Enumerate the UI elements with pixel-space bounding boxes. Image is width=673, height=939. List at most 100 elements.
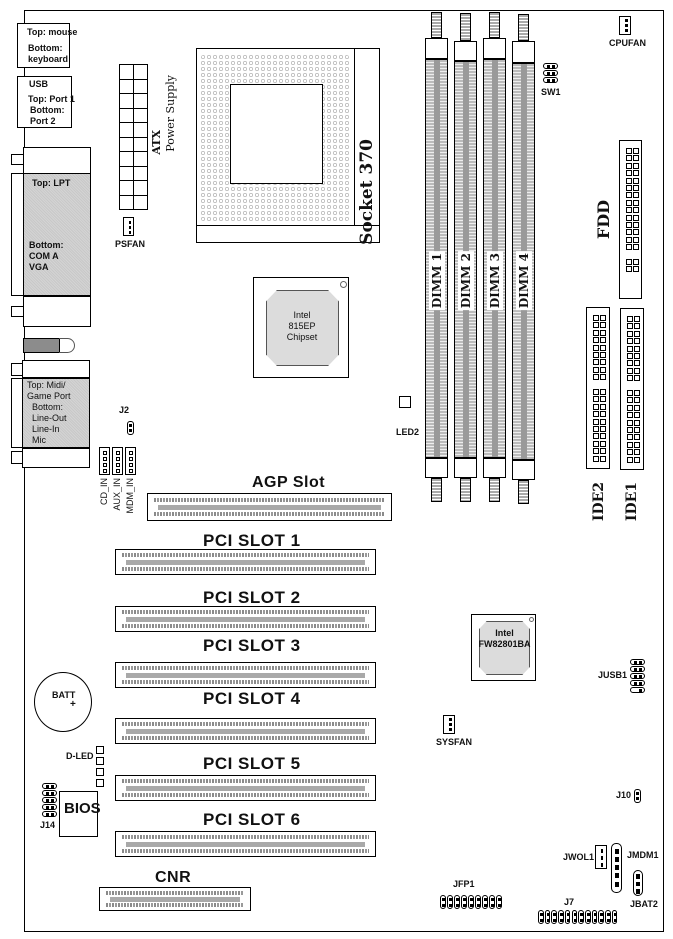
usb-title: USB [29, 79, 49, 89]
pci-slot-3[interactable] [115, 662, 376, 688]
pci-slot-label: PCI SLOT 3 [203, 636, 301, 655]
dimm-latch-top[interactable] [431, 12, 442, 38]
psfan-header [123, 217, 134, 236]
agp-slot[interactable] [147, 493, 392, 521]
pci-slot-5[interactable] [115, 775, 376, 801]
dimm-label: DIMM 3 [487, 251, 503, 311]
connector-pin [593, 366, 599, 373]
game-port-upper-tab [11, 363, 23, 376]
dimm-latch-top[interactable] [489, 12, 500, 38]
dimm-latch-top[interactable] [518, 14, 529, 41]
lpt-lower-tab [11, 306, 24, 317]
ps2-bottom-value: keyboard [28, 54, 69, 64]
game-port-lower-shell [22, 448, 90, 468]
pci-slot-4[interactable] [115, 718, 376, 744]
pci-slot-2[interactable] [115, 606, 376, 632]
pci-slot-label: PCI SLOT 1 [203, 531, 301, 550]
cnr-label: CNR [155, 869, 192, 886]
dimm-latch-clip[interactable] [489, 478, 500, 502]
atx-pin-cell [134, 181, 148, 196]
atx-pin-cell [134, 167, 148, 181]
jmdm1-header [611, 843, 622, 893]
connector-pin [593, 418, 599, 425]
connector-pin [626, 207, 632, 214]
dimm-latch-clip[interactable] [431, 478, 442, 502]
connector-pin [627, 397, 633, 404]
connector-pin [627, 449, 633, 456]
sysfan-label: SYSFAN [436, 737, 473, 747]
cmos-battery: BATT + [34, 672, 92, 732]
connector-pin [633, 229, 639, 236]
lpt-bottom-label: Bottom: [29, 240, 64, 250]
connector-pin [626, 236, 632, 243]
connector-pin [626, 214, 632, 221]
connector-pin [634, 367, 640, 374]
j7-label: J7 [564, 897, 575, 907]
usb-top-label: Top: Port 1 [28, 94, 75, 104]
connector-pin [633, 222, 639, 228]
connector-pin [634, 456, 640, 463]
connector-pin [626, 244, 632, 251]
bios-chip: BIOS [59, 791, 101, 837]
atx-pin-cell [134, 94, 148, 109]
southbridge-die [479, 621, 530, 675]
usb-port: USB Top: Port 1 Bottom: Port 2 [17, 76, 75, 128]
connector-pin [626, 170, 632, 177]
connector-pin [600, 448, 606, 455]
connector-pin [600, 366, 606, 373]
dimm-slot-3[interactable]: DIMM 3 [483, 59, 506, 458]
audio-jack [23, 338, 60, 353]
fdd-connector [619, 140, 642, 299]
atx-pin-cell [120, 166, 134, 181]
connector-pin [633, 177, 639, 184]
mic-label: Mic [32, 435, 46, 445]
jwol1-label: JWOL1 [563, 852, 595, 862]
connector-pin [633, 148, 639, 154]
jusb1-label: JUSB1 [598, 670, 628, 680]
dimm-slot-1[interactable]: DIMM 1 [425, 59, 448, 458]
dimm-slot-4[interactable]: DIMM 4 [512, 63, 535, 460]
pci-slot-1[interactable] [115, 549, 376, 575]
sw1-switch [543, 63, 559, 85]
dimm-latch-clip[interactable] [518, 480, 529, 504]
lpt-com-a: COM A [29, 251, 59, 261]
pci-slot-label: PCI SLOT 6 [203, 810, 301, 829]
connector-pin [633, 236, 639, 243]
sw1-label: SW1 [541, 87, 561, 97]
connector-pin [633, 207, 639, 214]
dimm-latch-top[interactable] [460, 13, 471, 41]
ide2-label: IDE2 [591, 482, 607, 522]
connector-pin [600, 374, 606, 381]
atx-pin-cell [134, 152, 148, 167]
southbridge-chip: Intel FW82801BA [471, 614, 536, 681]
socket-label: Socket 370 [357, 139, 377, 245]
dimm-latch-clip[interactable] [460, 478, 471, 502]
audio-header-label: MDM_IN [125, 478, 135, 514]
connector-pin [627, 367, 633, 374]
atx-pin-cell [134, 80, 148, 94]
lpt-top-label: Top: LPT [32, 178, 71, 188]
pci-slot-6[interactable] [115, 831, 376, 857]
pci-slot-label: PCI SLOT 5 [203, 754, 301, 773]
cnr-slot[interactable] [99, 887, 251, 911]
midi-top-label: Top: Midi/ [27, 380, 66, 390]
connector-pin [626, 259, 632, 265]
ps2-port: Top: mouse Bottom: keyboard [17, 23, 77, 68]
atx-pin-cell [134, 123, 148, 138]
pin1-marker-icon [529, 617, 534, 622]
connector-pin [593, 359, 599, 366]
connector-pin [634, 390, 640, 396]
connector-pin [627, 316, 633, 322]
southbridge-line1: Intel [495, 628, 514, 638]
dimm-slot-2[interactable]: DIMM 2 [454, 61, 477, 458]
connector-pin [634, 449, 640, 456]
connector-pin [627, 412, 633, 419]
northbridge-line3: Chipset [286, 332, 318, 342]
connector-pin [634, 404, 640, 411]
jfp1-header [440, 895, 502, 910]
led2-indicator [399, 396, 411, 408]
connector-pin [633, 162, 639, 169]
connector-pin [593, 426, 599, 432]
ps2-top-label: Top: mouse [27, 27, 78, 37]
connector-pin [600, 315, 606, 321]
